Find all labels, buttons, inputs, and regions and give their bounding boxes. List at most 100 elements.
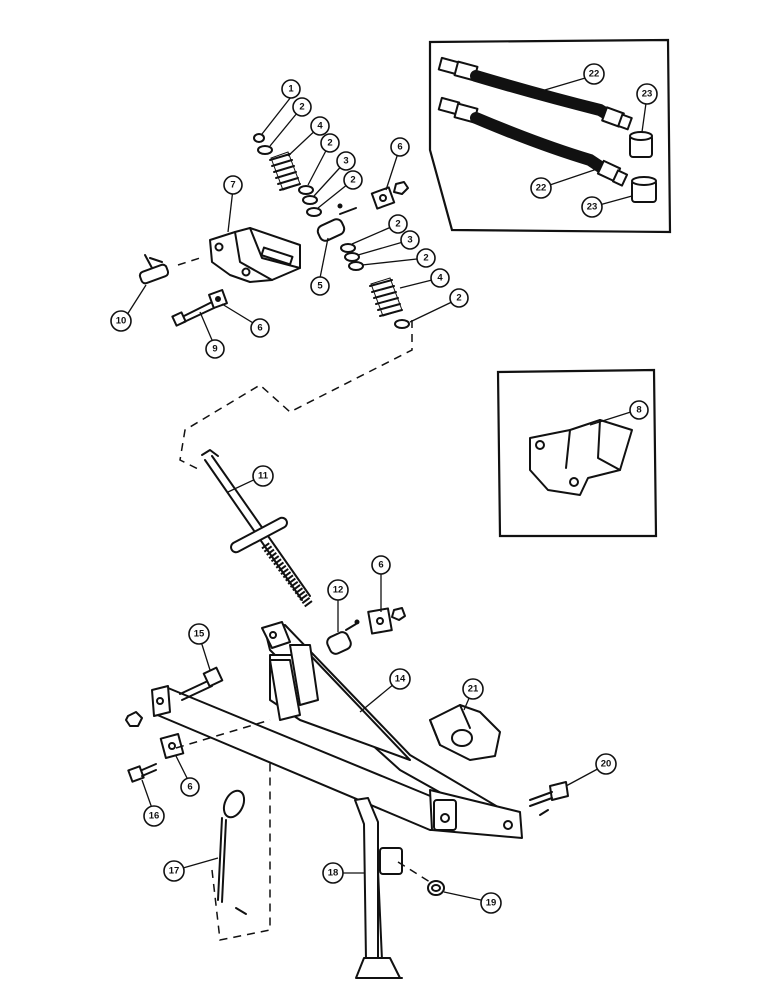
- callout-2: 2: [449, 288, 469, 308]
- pin-10: [138, 254, 170, 285]
- pin-17: [217, 789, 247, 915]
- pin-20: [529, 781, 569, 816]
- callout-23: 23: [636, 83, 658, 105]
- spring-4-lower: [369, 277, 403, 317]
- clamp-21: [429, 704, 501, 761]
- plunger-5: [316, 207, 357, 242]
- svg-text:2: 2: [456, 293, 461, 304]
- svg-text:18: 18: [328, 868, 339, 879]
- svg-text:21: 21: [468, 684, 479, 695]
- bolt-16: [127, 763, 157, 783]
- svg-text:1: 1: [288, 84, 294, 95]
- svg-text:2: 2: [327, 138, 332, 149]
- callout-8: 8: [629, 400, 649, 420]
- callout-3: 3: [336, 151, 356, 171]
- callout-20: 20: [595, 753, 617, 775]
- callout-9: 9: [205, 339, 225, 359]
- svg-text:2: 2: [423, 253, 428, 264]
- valve-body-7: [209, 227, 301, 283]
- svg-text:23: 23: [587, 202, 598, 213]
- callout-16: 16: [143, 805, 165, 827]
- svg-text:5: 5: [317, 281, 323, 292]
- nut-left: [125, 711, 143, 727]
- callout-19: 19: [480, 892, 502, 914]
- svg-text:6: 6: [397, 142, 402, 153]
- valve-assembly: [138, 133, 413, 471]
- svg-text:2: 2: [299, 102, 304, 113]
- callout-14: 14: [389, 668, 411, 690]
- hose-cap-upper: [629, 131, 653, 158]
- spring-4-upper: [269, 151, 301, 191]
- callout-11: 11: [252, 465, 274, 487]
- svg-text:2: 2: [350, 175, 355, 186]
- svg-text:14: 14: [395, 674, 406, 685]
- hose-inset: [428, 38, 672, 234]
- callout-1: 1: [281, 79, 301, 99]
- svg-text:16: 16: [149, 811, 160, 822]
- svg-text:10: 10: [116, 316, 127, 327]
- clevis-12: [326, 619, 360, 655]
- callout-2: 2: [292, 97, 312, 117]
- hydraulic-hose-lower: [437, 96, 629, 187]
- jack-stand-18: [354, 797, 403, 979]
- svg-text:6: 6: [378, 560, 383, 571]
- callout-12: 12: [327, 579, 349, 601]
- callout-6: 6: [250, 318, 270, 338]
- hitch-frame-14: [151, 621, 523, 839]
- upper-spring-stack: [253, 133, 343, 217]
- callout-4: 4: [430, 268, 450, 288]
- callout-7: 7: [223, 175, 243, 195]
- callout-4: 4: [310, 116, 330, 136]
- callout-22: 22: [583, 63, 605, 85]
- washer-6-upper-right: [370, 181, 409, 210]
- callout-2: 2: [320, 133, 340, 153]
- hose-cap-lower: [631, 176, 657, 203]
- svg-text:8: 8: [636, 405, 641, 416]
- callout-17: 17: [163, 860, 185, 882]
- callout-5: 5: [310, 276, 330, 296]
- callout-6: 6: [371, 555, 391, 575]
- svg-text:17: 17: [169, 866, 180, 877]
- svg-text:4: 4: [437, 273, 443, 284]
- callout-23: 23: [581, 196, 603, 218]
- lower-spring-stack: [340, 243, 410, 329]
- callout-15: 15: [188, 623, 210, 645]
- callout-10: 10: [110, 310, 132, 332]
- callout-labels: 1 2 4 2 3 2 6 7 2 3 2 5 4 2 10 9 6 22 23…: [110, 63, 658, 914]
- svg-text:23: 23: [642, 89, 653, 100]
- svg-text:3: 3: [407, 235, 412, 246]
- bolt-9: [171, 301, 215, 327]
- svg-text:15: 15: [194, 629, 205, 640]
- svg-text:12: 12: [333, 585, 344, 596]
- callout-18: 18: [322, 862, 344, 884]
- clip-19: [427, 880, 445, 896]
- callout-6: 6: [180, 777, 200, 797]
- svg-text:3: 3: [343, 156, 348, 167]
- callout-22: 22: [530, 177, 552, 199]
- svg-text:19: 19: [486, 898, 497, 909]
- svg-text:6: 6: [257, 323, 262, 334]
- hydraulic-hose-upper: [437, 56, 633, 131]
- shaft-11: [201, 449, 314, 609]
- svg-text:11: 11: [258, 471, 269, 482]
- callout-3: 3: [400, 230, 420, 250]
- callout-2: 2: [343, 170, 363, 190]
- svg-text:20: 20: [601, 759, 612, 770]
- svg-text:9: 9: [212, 344, 217, 355]
- svg-text:2: 2: [395, 219, 400, 230]
- callout-2: 2: [416, 248, 436, 268]
- svg-text:4: 4: [317, 121, 323, 132]
- callout-21: 21: [462, 678, 484, 700]
- svg-text:22: 22: [536, 183, 547, 194]
- washer-6-upper-left: [208, 289, 228, 309]
- svg-text:6: 6: [187, 782, 192, 793]
- bracket-inset: [496, 368, 658, 538]
- callout-6: 6: [390, 137, 410, 157]
- washer-6-lower: [159, 733, 185, 759]
- bolt-15: [179, 666, 224, 701]
- svg-text:7: 7: [230, 180, 235, 191]
- callout-2: 2: [388, 214, 408, 234]
- washer-6-center: [367, 607, 406, 635]
- svg-text:22: 22: [589, 69, 600, 80]
